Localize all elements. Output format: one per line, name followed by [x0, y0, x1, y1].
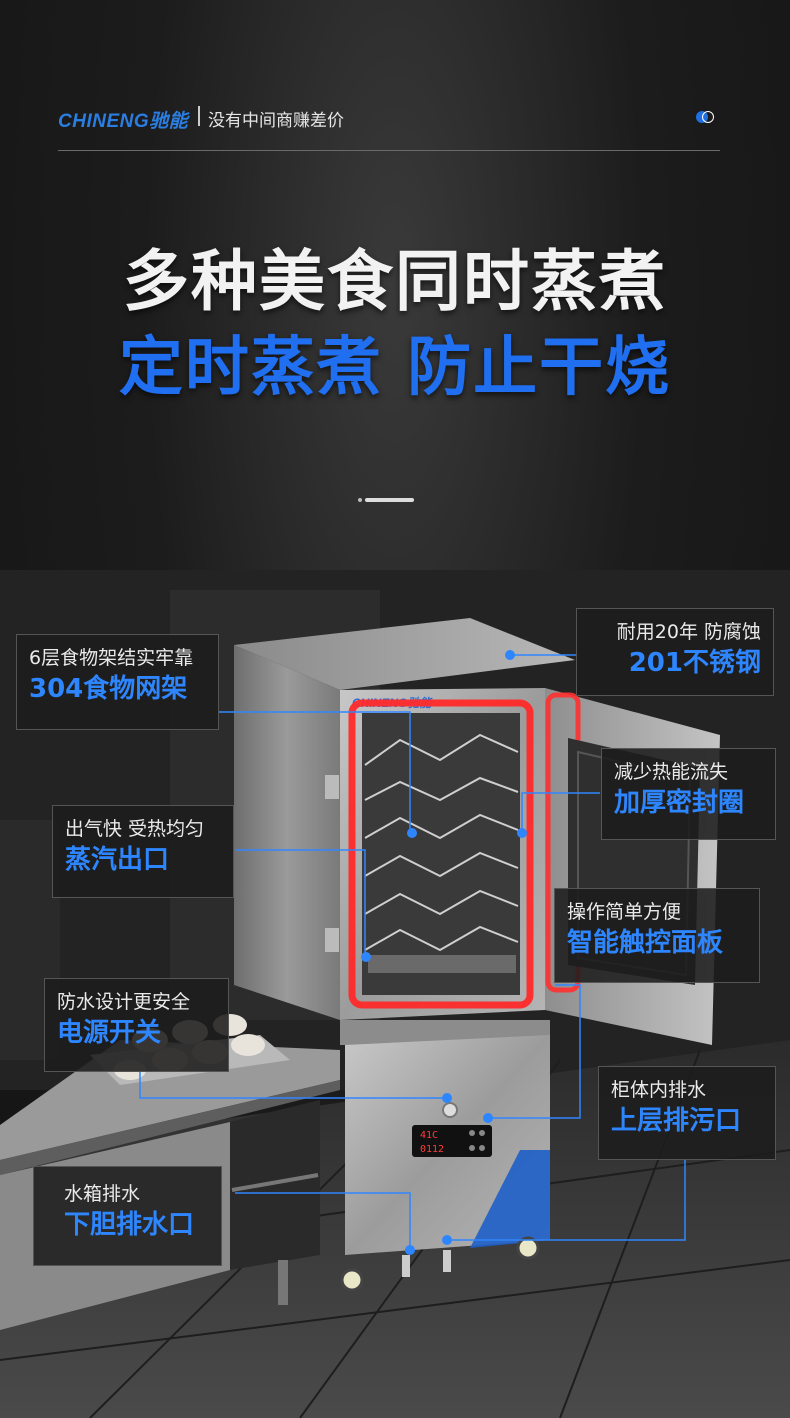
header-bar: CHINENG驰能 没有中间商赚差价 — [58, 100, 720, 151]
carousel-indicator[interactable] — [358, 498, 414, 502]
callout-main: 上层排污口 — [611, 1106, 742, 1136]
callout-upper-drain: 柜体内排水 上层排污口 — [598, 1066, 776, 1160]
callout-sub: 水箱排水 — [64, 1183, 141, 1205]
brand-logo: CHINENG驰能 — [58, 111, 189, 132]
callout-power-switch: 防水设计更安全 电源开关 — [44, 978, 229, 1072]
callout-sub: 操作简单方便 — [567, 901, 682, 923]
callout-main: 蒸汽出口 — [65, 845, 170, 875]
power-switch — [442, 1102, 458, 1118]
wheel — [516, 1236, 540, 1260]
callout-main: 电源开关 — [57, 1018, 162, 1048]
toggle-icon[interactable] — [696, 111, 716, 123]
cabinet-side — [234, 645, 340, 1020]
header-divider — [198, 106, 200, 126]
callout-touch-panel: 操作简单方便 智能触控面板 — [554, 888, 760, 983]
leader-dots — [361, 650, 527, 1255]
callout-seal: 减少热能流失 加厚密封圈 — [601, 748, 776, 840]
callout-main: 304食物网架 — [29, 674, 188, 704]
callout-sub: 6层食物架结实牢靠 — [29, 647, 194, 669]
panel-display-bottom: 0112 — [420, 1144, 444, 1155]
food-racks — [364, 733, 519, 952]
door-seal — [348, 699, 534, 1009]
callout-sub: 出气快 受热均匀 — [65, 818, 205, 840]
callout-main: 智能触控面板 — [567, 928, 724, 958]
callout-main: 加厚密封圈 — [614, 788, 745, 818]
leader-lines — [139, 654, 686, 1248]
water-tray — [368, 955, 516, 973]
callout-sub: 减少热能流失 — [614, 761, 729, 783]
header-slogan: 没有中间商赚差价 — [208, 111, 344, 131]
panel-display-top: 41C — [420, 1130, 438, 1141]
chamber — [362, 713, 520, 995]
headline-accent: 定时蒸煮 防止干烧 — [118, 331, 672, 405]
wheel — [340, 1268, 364, 1292]
callout-steam-outlet: 出气快 受热均匀 蒸汽出口 — [52, 805, 234, 898]
callout-sub: 防水设计更安全 — [57, 991, 191, 1013]
callout-lower-drain: 水箱排水 下胆排水口 — [33, 1166, 222, 1266]
headline-primary: 多种美食同时蒸煮 — [123, 243, 667, 320]
callout-food-rack: 6层食物架结实牢靠 304食物网架 — [16, 634, 219, 730]
callout-stainless: 耐用20年 防腐蚀 201不锈钢 — [576, 608, 774, 696]
callout-main: 下胆排水口 — [64, 1210, 195, 1240]
callout-sub: 柜体内排水 — [611, 1079, 707, 1101]
callout-main: 201不锈钢 — [628, 648, 761, 678]
cabinet-top — [234, 618, 575, 690]
callout-sub: 耐用20年 防腐蚀 — [616, 621, 761, 643]
